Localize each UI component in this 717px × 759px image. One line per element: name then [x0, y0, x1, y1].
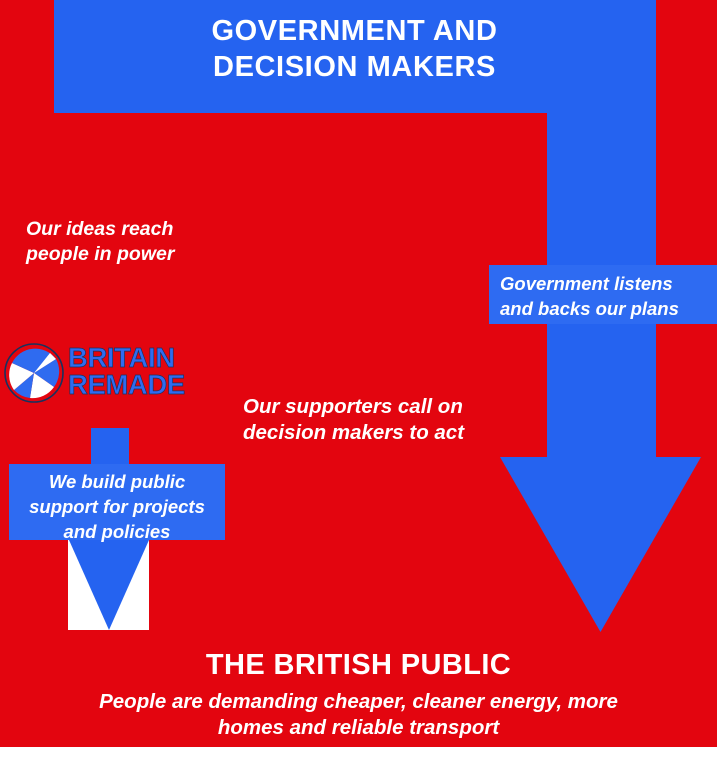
britain-remade-logo: BRITAIN REMADE: [4, 343, 220, 405]
britain-remade-wordmark: BRITAIN REMADE: [68, 342, 186, 400]
caption-ideas-reach-power: Our ideas reach people in power: [26, 218, 175, 265]
bottom-block: THE BRITISH PUBLIC People are demanding …: [0, 648, 717, 741]
top-banner-title: GOVERNMENT AND DECISION MAKERS: [211, 15, 498, 83]
left-flow-label: We build public support for projects and…: [9, 464, 225, 542]
britain-remade-roundel-icon: [4, 343, 64, 403]
caption-supporters-call-on: Our supporters call on decision makers t…: [243, 395, 465, 445]
left-flow-label-text: We build public support for projects and…: [29, 471, 205, 542]
right-flow-label-text: Government listens and backs our plans: [500, 273, 679, 319]
right-flow-label: Government listens and backs our plans: [489, 265, 717, 324]
bottom-subtitle: People are demanding cheaper, cleaner en…: [99, 689, 618, 740]
right-arrow-shaft: [547, 0, 656, 462]
bottom-title: THE BRITISH PUBLIC: [205, 649, 512, 681]
